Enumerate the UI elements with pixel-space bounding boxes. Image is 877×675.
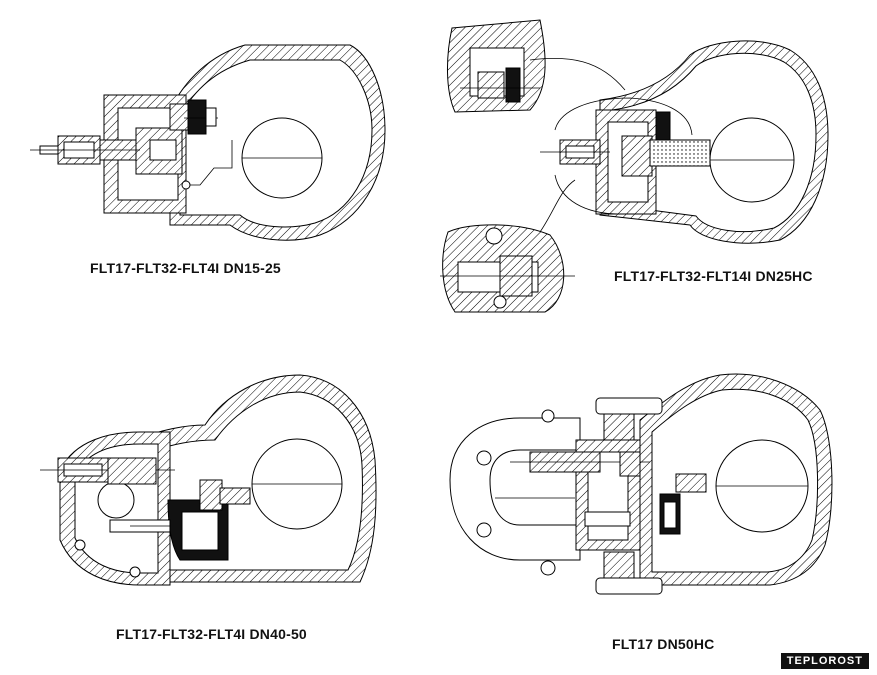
- trap-dn50hc-drawing: [449, 373, 833, 595]
- caption-dn25hc: FLT17-FLT32-FLT14I DN25HC: [614, 268, 813, 284]
- trap-dn25hc-drawing: [440, 19, 829, 313]
- trap-dn40-50-drawing: [40, 374, 377, 586]
- caption-dn15-25: FLT17-FLT32-FLT4I DN15-25: [90, 260, 281, 276]
- caption-dn50hc: FLT17 DN50HC: [612, 636, 715, 652]
- trap-dn15-25-drawing: [30, 44, 386, 241]
- caption-dn40-50: FLT17-FLT32-FLT4I DN40-50: [116, 626, 307, 642]
- watermark-logo: TEPLOROST: [780, 653, 869, 669]
